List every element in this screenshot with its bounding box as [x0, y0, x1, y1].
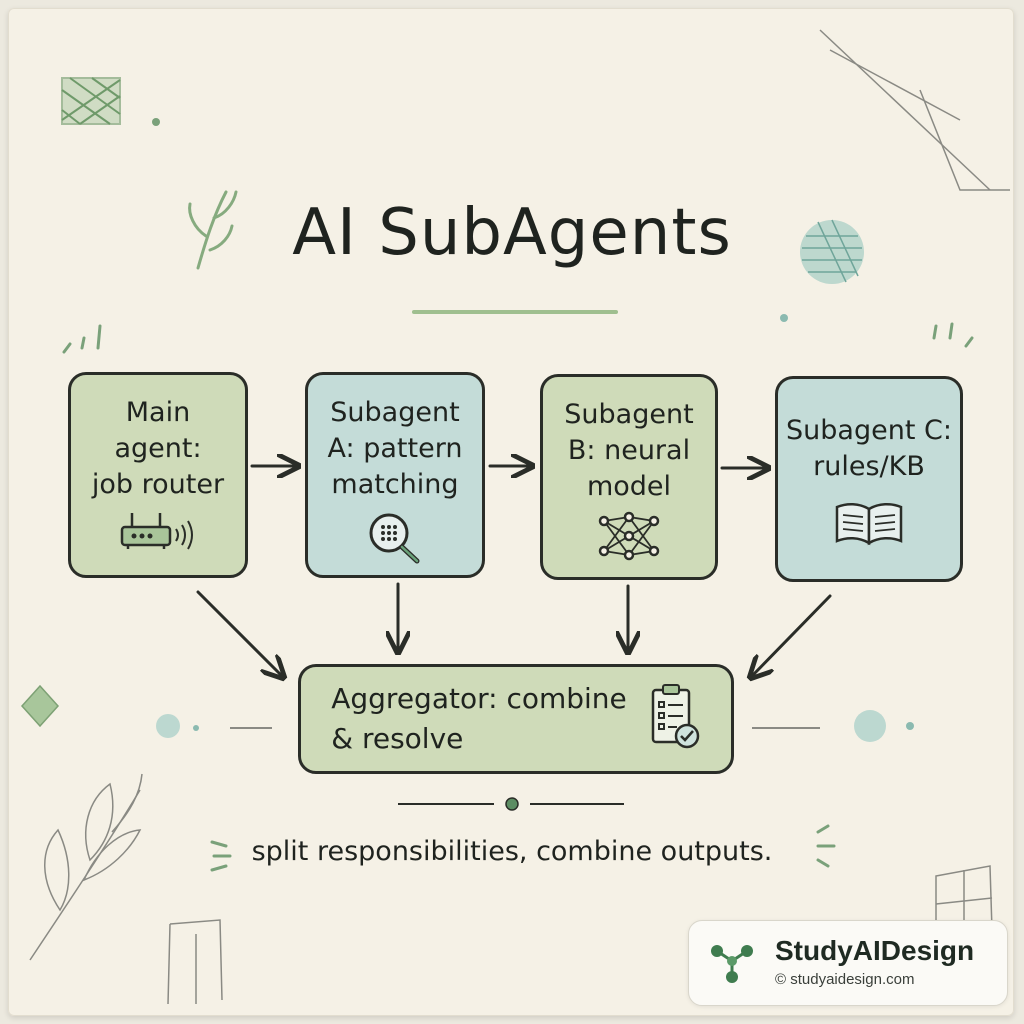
subagent-a-label: Subagent A: pattern matching — [327, 397, 463, 500]
magnifier-icon — [363, 509, 427, 569]
leaf-branch-doodle — [29, 773, 143, 961]
aggregator-side-decor — [156, 710, 914, 742]
brand-name: StudyAIDesign — [775, 935, 975, 966]
diagram-title: AI SubAgents — [292, 196, 732, 270]
subagent-b-box: Subagent B: neural model — [540, 374, 718, 580]
brand-logo-icon — [707, 939, 757, 989]
clipboard-check-icon — [649, 682, 701, 756]
divider-doodle — [398, 797, 624, 811]
neural-network-icon — [596, 511, 662, 565]
brand-badge[interactable]: StudyAIDesign © studyaidesign.com — [688, 920, 1008, 1006]
dot-doodle — [152, 118, 160, 126]
subagent-a-box: Subagent A: pattern matching — [305, 372, 485, 578]
router-icon — [118, 509, 198, 557]
corner-sketch-lines — [819, 29, 1010, 191]
main-agent-box: Main agent: job router — [68, 372, 248, 578]
aggregator-label: Aggregator: combine & resolve — [331, 682, 627, 755]
subagent-c-box: Subagent C: rules/KB — [775, 376, 963, 582]
aggregator-box: Aggregator: combine & resolve — [298, 664, 734, 774]
main-agent-label: Main agent: job router — [91, 397, 225, 500]
spark-marks — [62, 322, 974, 872]
subagent-b-label: Subagent B: neural model — [564, 399, 694, 502]
hatched-circle-doodle — [800, 219, 864, 284]
dot-doodle — [780, 314, 788, 322]
tagline: split responsibilities, combine outputs. — [251, 836, 773, 867]
sketch-box-doodle — [167, 919, 223, 1005]
hatched-square-doodle — [61, 77, 121, 125]
arrow-c-to-aggregator — [752, 594, 832, 676]
sprig-doodle — [188, 190, 238, 270]
open-book-icon — [833, 499, 905, 551]
diamond-doodle — [20, 684, 60, 728]
subagent-c-label: Subagent C: rules/KB — [786, 415, 952, 482]
arrow-main-to-aggregator — [196, 590, 282, 676]
brand-url: © studyaidesign.com — [775, 971, 915, 988]
title-underline — [412, 310, 618, 314]
